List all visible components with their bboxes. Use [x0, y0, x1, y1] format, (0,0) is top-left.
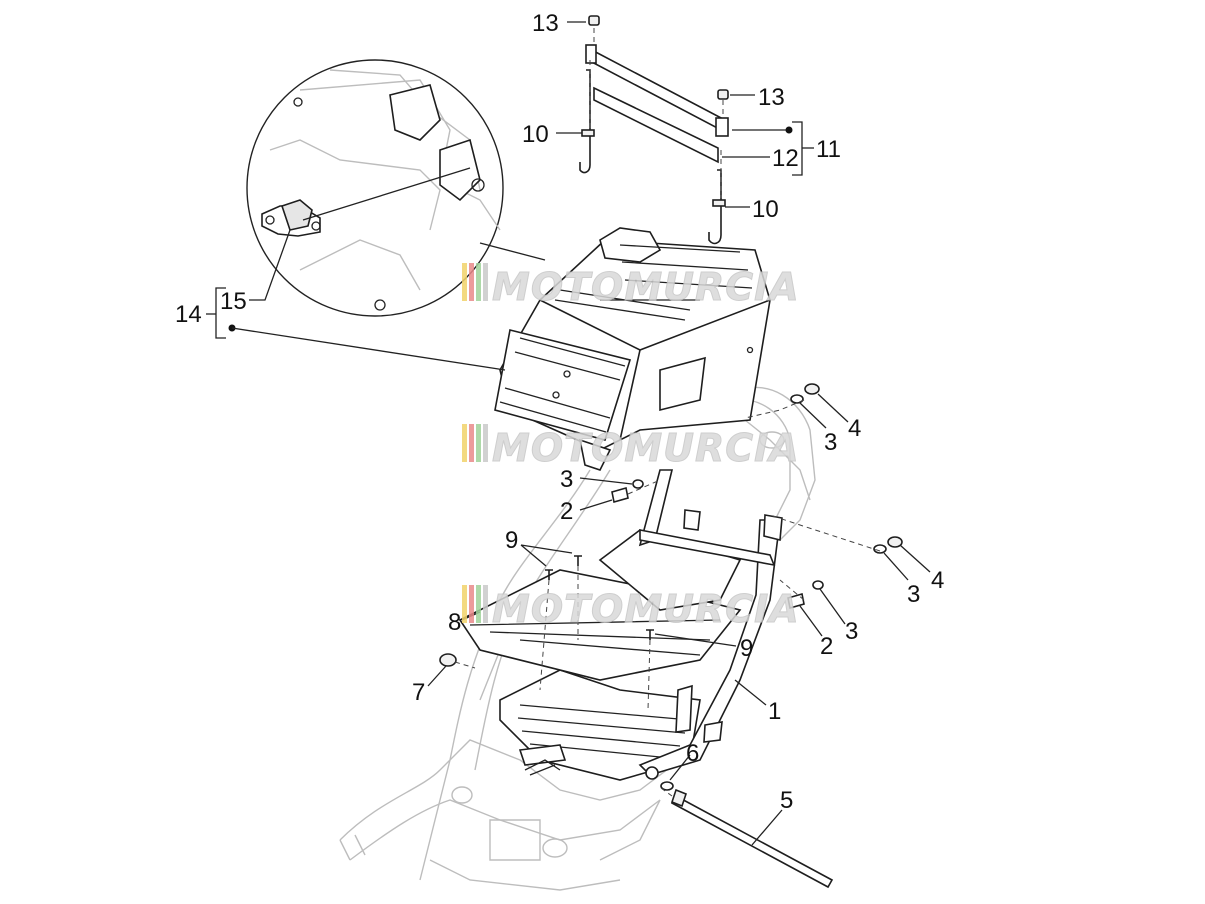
watermark-stripe: [469, 263, 474, 301]
watermark-text: MOTOMURCIA: [492, 426, 800, 470]
callout-15: 15: [220, 288, 247, 315]
callout-13: 13: [532, 10, 559, 37]
watermark-stripe: [476, 585, 481, 623]
assembly-dashed-lines: [454, 28, 881, 797]
callout-3: 3: [907, 581, 920, 608]
callout-10: 10: [522, 121, 549, 148]
callout-labels: 13 13 10 10 12 11 15 14 3 4 3 2 9 3 4 3 …: [175, 10, 944, 814]
callout-3: 3: [845, 618, 858, 645]
detail-magnifier: [246, 59, 546, 317]
luggage-rack-frame: [458, 469, 783, 781]
watermark-stripe: [476, 424, 481, 462]
watermark-text: MOTOMURCIA: [492, 587, 800, 631]
watermark-stripe: [462, 424, 467, 462]
callout-3: 3: [560, 466, 573, 493]
callout-13: 13: [758, 84, 785, 111]
watermark-text: MOTOMURCIA: [492, 265, 800, 309]
watermark-stripe: [469, 585, 474, 623]
callout-14: 14: [175, 301, 202, 328]
callout-11: 11: [816, 136, 841, 163]
callout-6: 6: [686, 740, 699, 767]
watermark-stripes: [462, 263, 488, 301]
watermark-2: MOTOMURCIA: [462, 424, 800, 471]
watermark-1: MOTOMURCIA: [462, 263, 800, 310]
watermark-stripe: [483, 263, 488, 301]
callout-4: 4: [848, 415, 861, 442]
watermark-stripe: [469, 424, 474, 462]
hook-bolts: [579, 69, 726, 245]
watermark-stripe: [483, 424, 488, 462]
callout-1: 1: [768, 698, 781, 725]
callout-2: 2: [560, 498, 573, 525]
fasteners: [439, 15, 903, 889]
watermark-3: MOTOMURCIA: [462, 585, 800, 632]
watermark-stripes: [462, 424, 488, 462]
callout-5: 5: [780, 787, 793, 814]
callout-10: 10: [752, 196, 779, 223]
watermark-stripe: [462, 263, 467, 301]
callout-2: 2: [820, 633, 833, 660]
watermark-stripe: [462, 585, 467, 623]
battery-box: [494, 227, 771, 471]
callout-9: 9: [505, 527, 518, 554]
leader-lines: [206, 21, 931, 846]
callout-9: 9: [740, 635, 753, 662]
callout-7: 7: [412, 679, 425, 706]
watermark-stripes: [462, 585, 488, 623]
watermark-stripe: [483, 585, 488, 623]
frame-outline: [339, 386, 816, 891]
callout-8: 8: [448, 609, 461, 636]
watermark-stripe: [476, 263, 481, 301]
callout-4: 4: [931, 567, 944, 594]
callout-12: 12: [772, 145, 799, 172]
callout-3: 3: [824, 429, 837, 456]
hold-down-brackets: [585, 44, 729, 164]
